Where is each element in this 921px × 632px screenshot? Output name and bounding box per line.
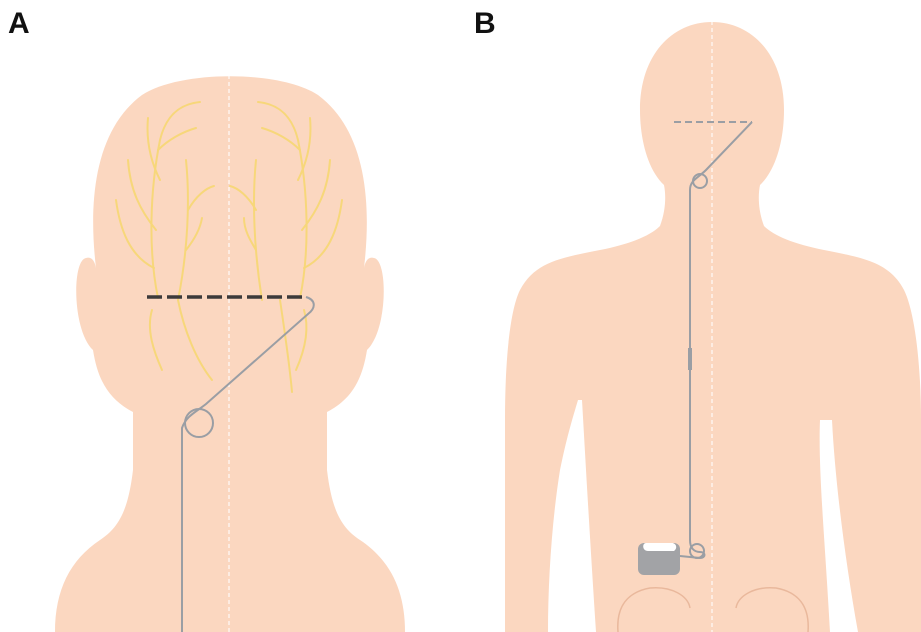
head-neck-silhouette xyxy=(55,76,405,632)
lead-connector xyxy=(688,348,692,370)
pulse-generator-icon xyxy=(638,543,680,575)
panel-b-illustration xyxy=(505,14,921,632)
panel-a-illustration xyxy=(55,68,405,632)
